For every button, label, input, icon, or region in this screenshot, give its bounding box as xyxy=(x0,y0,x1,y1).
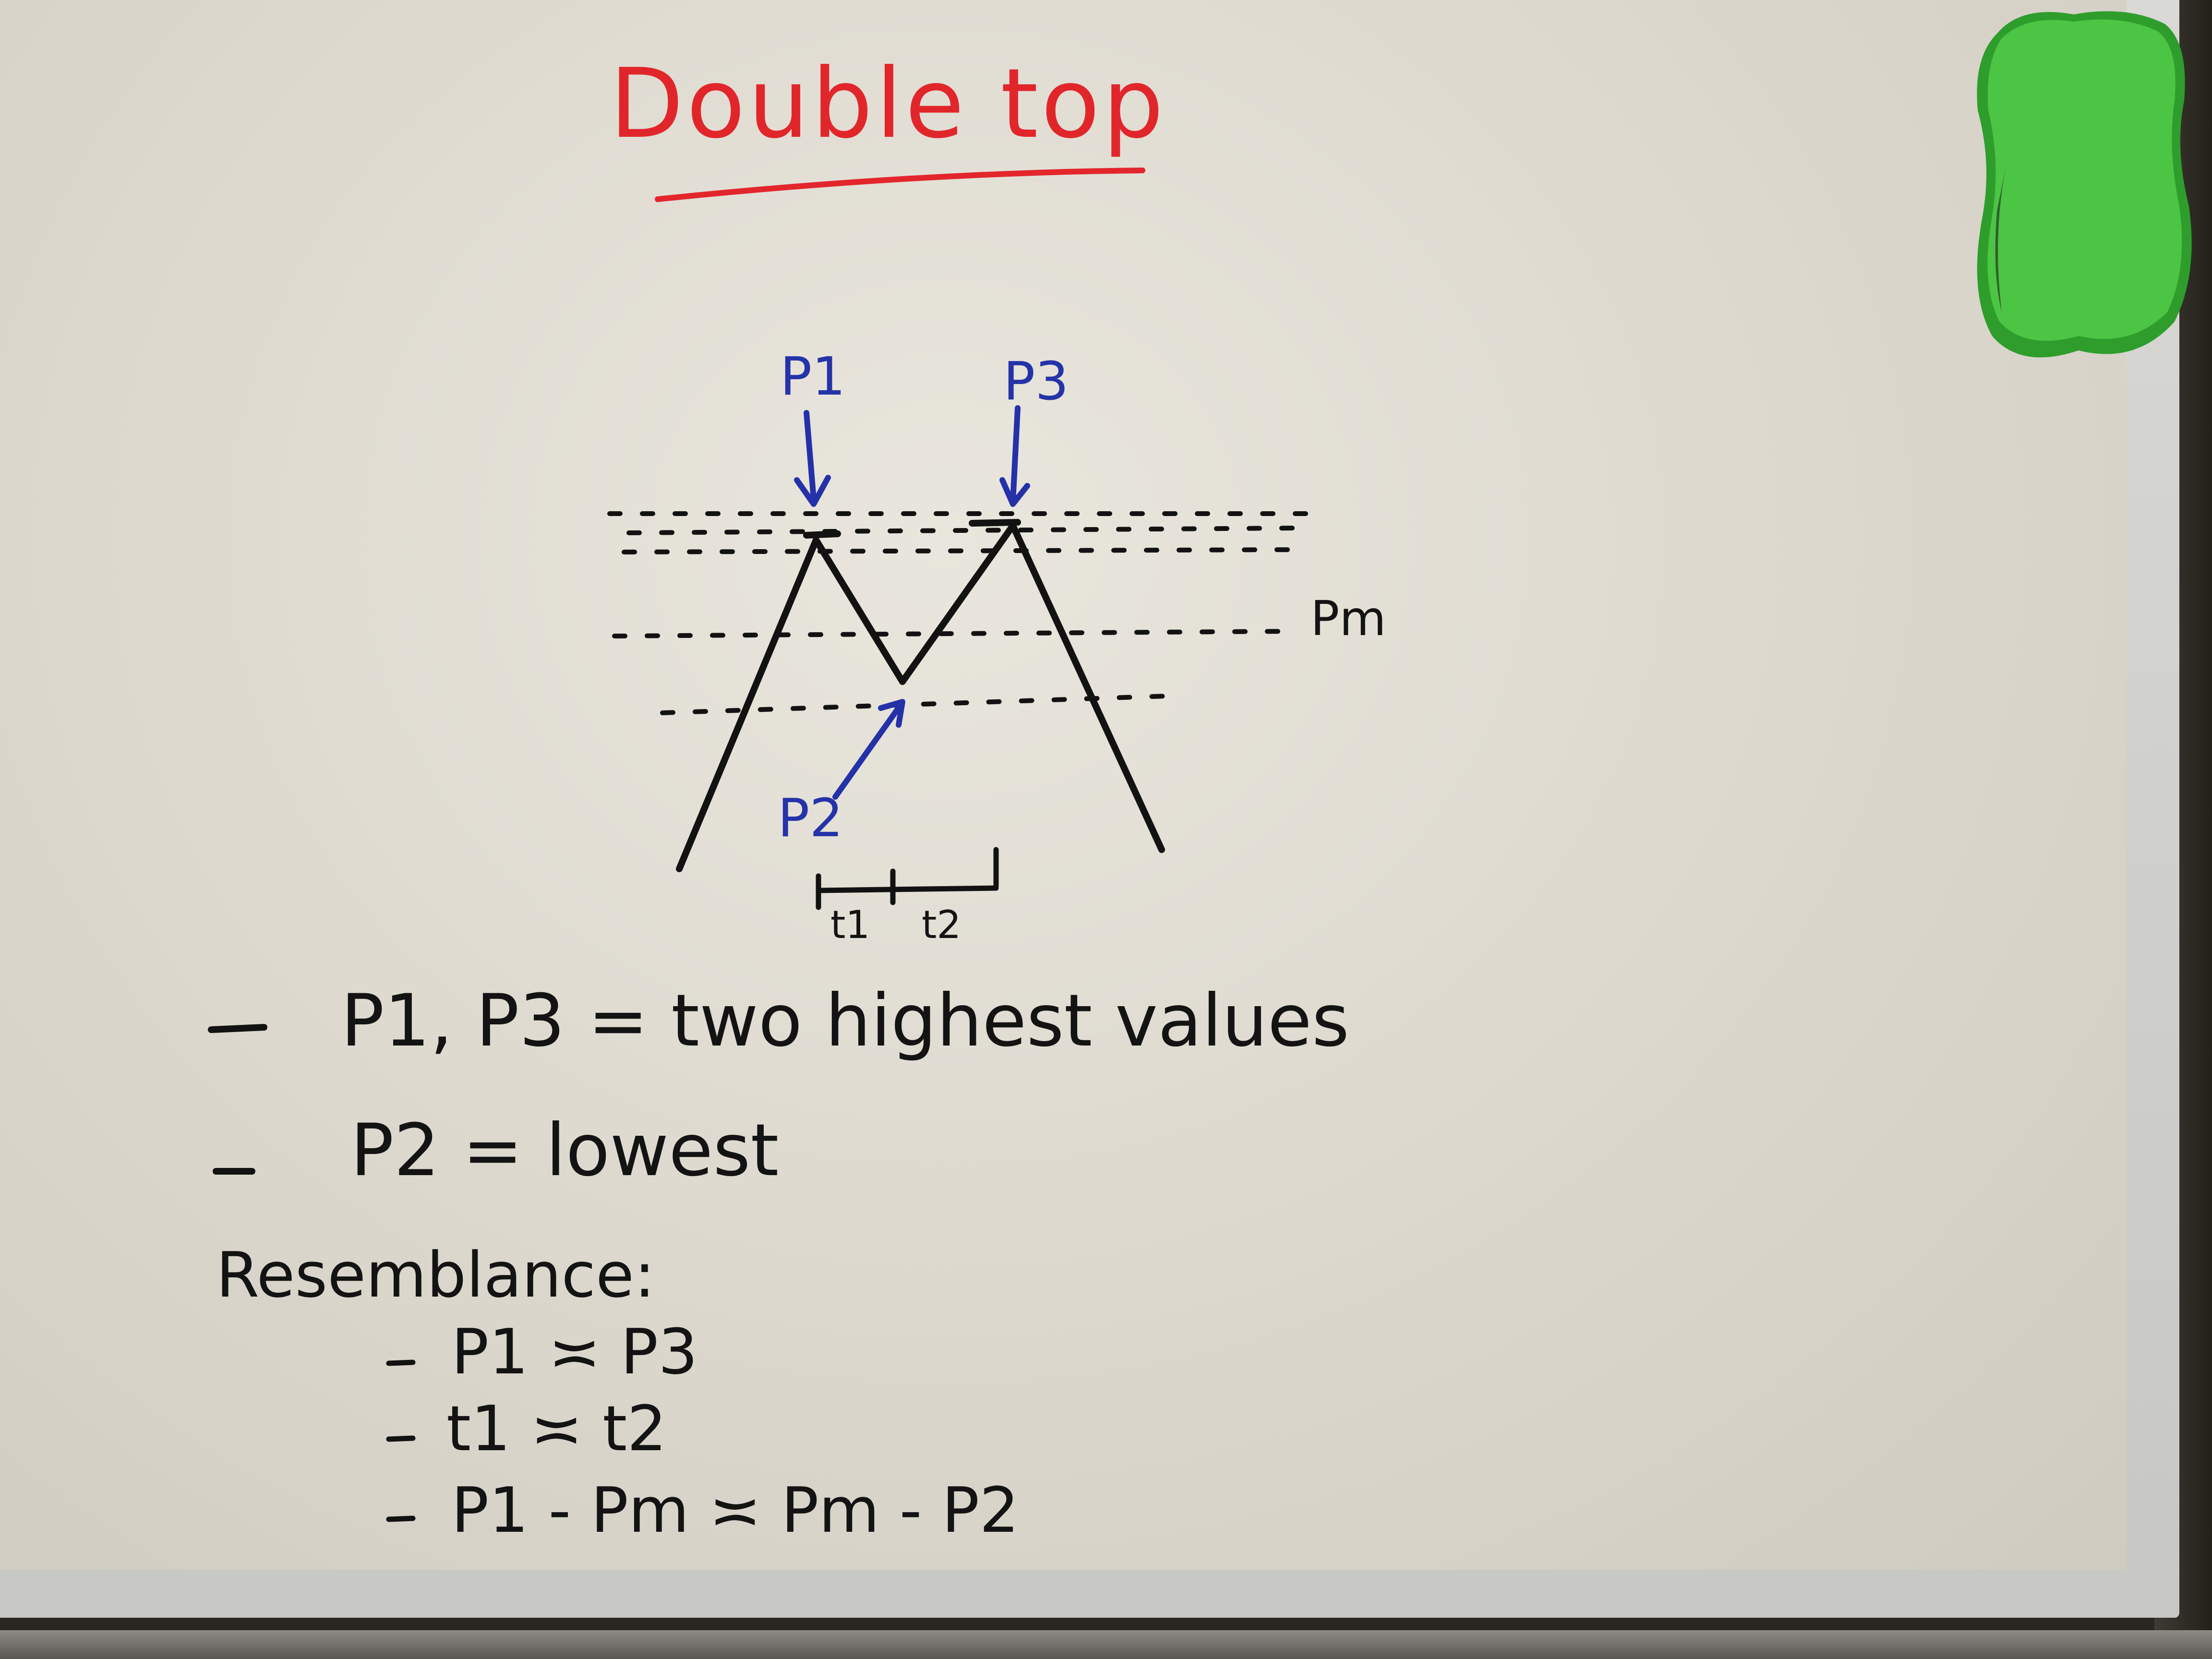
resemblance-item-prices: P1 ≍ P3 xyxy=(451,1315,698,1388)
note-lowest: P2 = lowest xyxy=(350,1109,779,1192)
resemblance-heading: Resemblance: xyxy=(216,1238,655,1311)
arrow-p1-head xyxy=(794,475,831,507)
bullet-4 xyxy=(386,1435,416,1442)
note-highest: P1, P3 = two highest values xyxy=(341,979,1349,1063)
page-title: Double top xyxy=(610,48,1166,160)
bottom-edge xyxy=(0,1630,2212,1659)
dashed-line-top-3 xyxy=(622,547,1298,554)
dashed-line-top-2 xyxy=(626,526,1298,535)
label-t2: t2 xyxy=(922,902,962,947)
whiteboard-surface xyxy=(0,0,2127,1570)
time-bracket-line xyxy=(816,885,999,893)
label-pm: Pm xyxy=(1310,590,1386,647)
resemblance-item-middle: P1 - Pm ≍ Pm - P2 xyxy=(451,1474,1019,1547)
arrow-p1 xyxy=(804,410,817,502)
label-p3: P3 xyxy=(1003,350,1069,412)
arrow-p2-head xyxy=(878,699,905,728)
bullet-3 xyxy=(386,1359,416,1366)
arrow-p2 xyxy=(832,703,903,800)
double-top-line xyxy=(676,522,1165,872)
label-t1: t1 xyxy=(830,902,870,947)
title-underline xyxy=(655,168,1145,202)
bullet-5 xyxy=(386,1515,416,1522)
arrow-p3-head xyxy=(999,477,1030,507)
arrow-p3 xyxy=(1010,405,1021,505)
bullet-1 xyxy=(208,1024,267,1033)
peak-cap-1 xyxy=(803,530,841,539)
dashed-line-mid xyxy=(612,629,1294,638)
whiteboard-frame xyxy=(0,0,2179,1618)
resemblance-item-times: t1 ≍ t2 xyxy=(446,1392,667,1465)
label-p1: P1 xyxy=(780,346,846,407)
label-p2: P2 xyxy=(778,787,843,849)
peak-cap-2 xyxy=(969,519,1021,527)
whiteboard-eraser xyxy=(1977,11,2192,358)
